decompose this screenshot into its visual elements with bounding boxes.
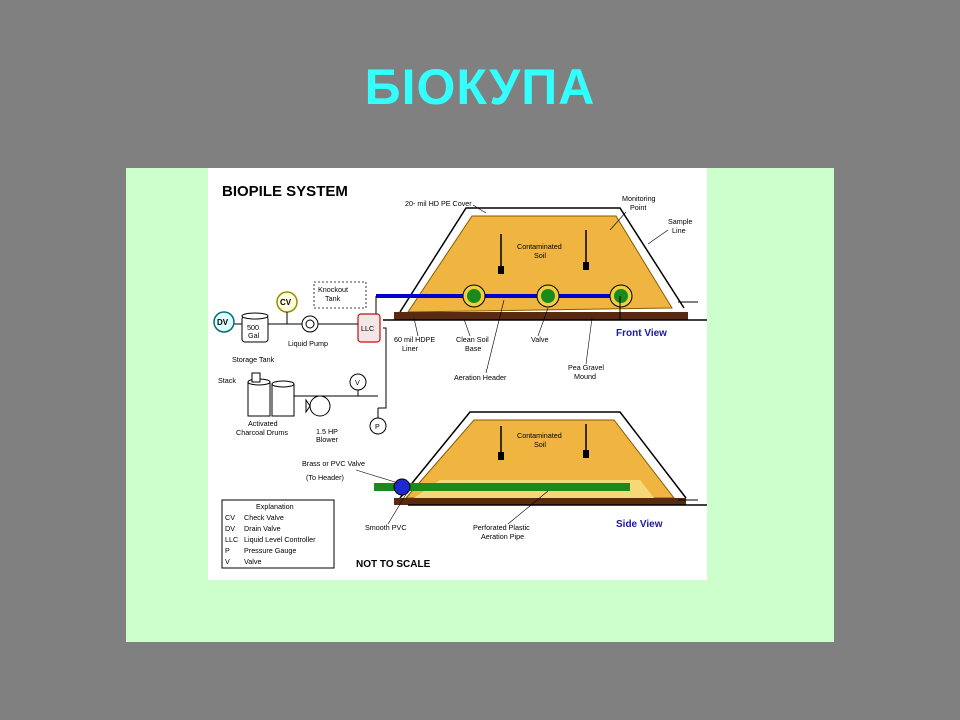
- svg-text:P: P: [225, 546, 230, 555]
- svg-text:Clean Soil: Clean Soil: [456, 335, 489, 344]
- svg-text:Point: Point: [630, 203, 646, 212]
- svg-text:Side View: Side View: [616, 519, 663, 530]
- svg-text:DV: DV: [217, 318, 229, 327]
- svg-text:Contaminated: Contaminated: [517, 431, 562, 440]
- front-view-pile: [376, 207, 707, 321]
- svg-text:Explanation: Explanation: [256, 502, 294, 511]
- svg-text:Stack: Stack: [218, 376, 236, 385]
- svg-text:LLC: LLC: [225, 535, 238, 544]
- side-view-pile: [374, 411, 707, 506]
- svg-text:Liquid Pump: Liquid Pump: [288, 339, 328, 348]
- svg-text:20- mil HD PE Cover: 20- mil HD PE Cover: [405, 199, 472, 208]
- svg-text:Drain Valve: Drain Valve: [244, 524, 281, 533]
- svg-text:LLC: LLC: [361, 324, 374, 333]
- front-view-labels: 20- mil HD PE Cover Monitoring Point Sam…: [394, 194, 692, 382]
- svg-text:CV: CV: [280, 298, 292, 307]
- svg-text:Valve: Valve: [244, 557, 261, 566]
- svg-text:Pea Gravel: Pea Gravel: [568, 363, 604, 372]
- svg-text:Brass or PVC Valve: Brass or PVC Valve: [302, 459, 365, 468]
- svg-text:Contaminated: Contaminated: [517, 242, 562, 251]
- biopile-diagram: BIOPILE SYSTEM 20- mil HD PE Cover Monit…: [208, 168, 707, 580]
- svg-text:Blower: Blower: [316, 435, 339, 444]
- svg-text:Sample: Sample: [668, 217, 692, 226]
- svg-text:Line: Line: [672, 226, 686, 235]
- svg-text:Knockout: Knockout: [318, 285, 348, 294]
- svg-text:Charcoal Drums: Charcoal Drums: [236, 428, 288, 437]
- svg-text:Activated: Activated: [248, 419, 278, 428]
- svg-text:Monitoring: Monitoring: [622, 194, 656, 203]
- svg-text:Storage Tank: Storage Tank: [232, 355, 275, 364]
- svg-text:Liquid Level Controller: Liquid Level Controller: [244, 535, 316, 544]
- side-view-labels: Contaminated Soil Brass or PVC Valve (To…: [302, 431, 663, 541]
- svg-text:(To Header): (To Header): [306, 473, 344, 482]
- svg-text:60 mil HDPE: 60 mil HDPE: [394, 335, 435, 344]
- svg-text:Tank: Tank: [325, 294, 341, 303]
- explanation-legend: Explanation CV Check Valve DV Drain Valv…: [221, 499, 335, 569]
- svg-text:Pressure Gauge: Pressure Gauge: [244, 546, 296, 555]
- svg-text:Smooth PVC: Smooth PVC: [365, 523, 407, 532]
- svg-text:BIOPILE SYSTEM: BIOPILE SYSTEM: [222, 183, 348, 200]
- svg-text:1.5 HP: 1.5 HP: [316, 427, 338, 436]
- svg-text:DV: DV: [225, 524, 235, 533]
- svg-text:500: 500: [247, 323, 259, 332]
- svg-text:Soil: Soil: [534, 251, 546, 260]
- svg-text:Front View: Front View: [616, 328, 667, 339]
- svg-text:CV: CV: [225, 513, 235, 522]
- slide-title: БІОКУПА: [364, 59, 596, 115]
- svg-text:Check Valve: Check Valve: [244, 513, 284, 522]
- svg-text:P: P: [375, 422, 380, 431]
- diagram-title: BIOPILE SYSTEM: [222, 183, 348, 200]
- svg-text:Aeration Header: Aeration Header: [454, 373, 507, 382]
- svg-text:Base: Base: [465, 344, 481, 353]
- svg-text:Aeration Pipe: Aeration Pipe: [481, 532, 524, 541]
- svg-text:Gal: Gal: [248, 331, 260, 340]
- svg-text:Valve: Valve: [531, 335, 548, 344]
- svg-text:V: V: [225, 557, 230, 566]
- svg-text:Perforated Plastic: Perforated Plastic: [473, 523, 530, 532]
- svg-text:V: V: [355, 378, 360, 387]
- svg-text:Mound: Mound: [574, 372, 596, 381]
- equipment: Knockout Tank LLC CV Liquid Pump DV 500 …: [213, 281, 387, 444]
- svg-text:Liner: Liner: [402, 344, 419, 353]
- svg-text:Soil: Soil: [534, 440, 546, 449]
- not-to-scale-note: NOT TO SCALE: [356, 559, 431, 570]
